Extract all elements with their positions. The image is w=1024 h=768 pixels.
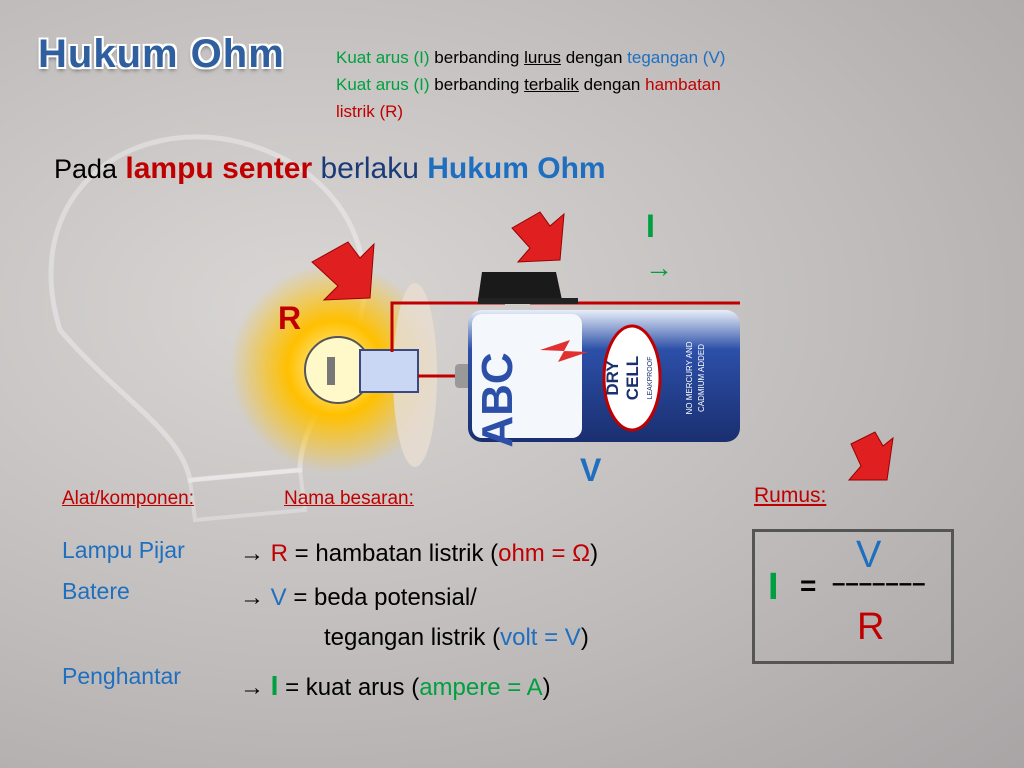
label-r: R [278, 300, 302, 336]
red-arrow-formula [847, 431, 894, 481]
component-batere: Batere [62, 578, 130, 604]
formula-line: ––––––– [832, 570, 926, 597]
quantity-r: → R = hambatan listrik (ohm = Ω) [240, 540, 599, 567]
section-rumus: Rumus: [754, 484, 827, 507]
section-alat: Alat/komponen: [62, 488, 195, 509]
battery-logo-ring [602, 324, 662, 432]
wire-top-right [530, 301, 740, 370]
svg-text:DRY: DRY [603, 360, 622, 396]
page-title: Hukum Ohm [38, 32, 285, 76]
red-arrow-switch [511, 211, 565, 263]
formula-numerator: V [856, 534, 882, 576]
definition-line-2: Kuat arus (I) berbanding terbalik dengan… [336, 75, 721, 94]
red-arrow-bulb [311, 241, 375, 301]
formula-equals: = [800, 570, 817, 601]
section-heading: Pada lampu senter berlaku Hukum Ohm [54, 152, 606, 185]
section-nama: Nama besaran: [284, 488, 414, 509]
switch-base [478, 298, 578, 304]
switch-button [478, 272, 562, 300]
component-lampu: Lampu Pijar [62, 537, 185, 563]
component-penghantar: Penghantar [62, 663, 181, 689]
definition-line-3: listrik (R) [336, 102, 404, 121]
quantity-v: → V = beda potensial/ [240, 584, 477, 611]
formula-box [752, 529, 954, 664]
svg-text:NO MERCURY AND: NO MERCURY AND [685, 341, 694, 414]
label-v: V [580, 452, 602, 488]
label-i: I [646, 208, 655, 244]
quantity-v-line2: tegangan listrik (volt = V) [324, 624, 589, 651]
svg-text:LEAKPROOF: LEAKPROOF [647, 357, 654, 400]
circuit-diagram: ABC DRY CELL LEAKPROOF NO MERCURY AND CA… [230, 211, 740, 473]
svg-text:CELL: CELL [623, 356, 642, 400]
label-i-arrow: → [645, 252, 673, 283]
svg-text:ABC: ABC [473, 352, 522, 447]
bulb-filament [327, 357, 335, 385]
formula-denominator: R [857, 606, 885, 648]
svg-text:CADMIUM ADDED: CADMIUM ADDED [697, 344, 706, 412]
wire-top-left [390, 301, 505, 352]
bulb-socket [359, 349, 419, 393]
definition-text: Kuat arus (I) berbanding lurus dengan te… [336, 44, 896, 125]
formula-lhs: I [768, 566, 779, 608]
quantity-i: → I = kuat arus (ampere = A) [240, 670, 551, 701]
battery-label-white [472, 314, 582, 438]
definition-line-1: Kuat arus (I) berbanding lurus dengan te… [336, 48, 726, 67]
battery-bolt [540, 340, 588, 362]
